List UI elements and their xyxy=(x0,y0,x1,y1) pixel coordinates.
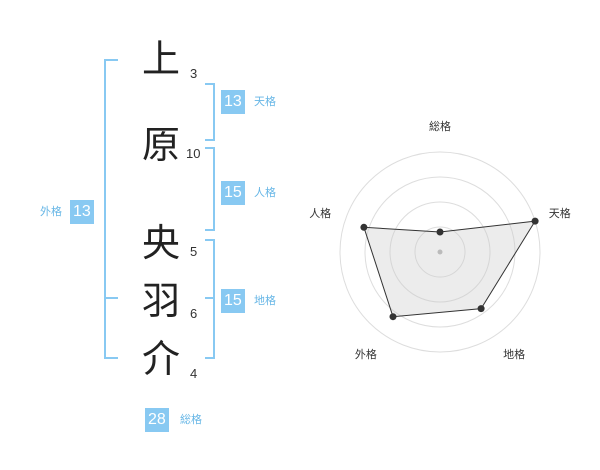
tenkaku-value: 13 xyxy=(221,90,245,114)
jinkaku-label: 人格 xyxy=(254,186,276,199)
gaikaku-label: 外格 xyxy=(40,205,62,218)
stroke-count-1: 3 xyxy=(190,66,198,81)
tenkaku-label: 天格 xyxy=(254,95,276,108)
stroke-count-5: 4 xyxy=(190,366,198,381)
radar-ring-3 xyxy=(364,176,516,328)
radar-point-4 xyxy=(360,223,368,231)
radar-ring-1 xyxy=(414,226,466,278)
gaikaku-bracket xyxy=(104,59,118,359)
gaikaku-value: 13 xyxy=(70,200,94,224)
radar-axis-label-3: 外格 xyxy=(355,347,377,361)
name-char-5: 介 xyxy=(141,337,180,381)
name-char-3: 央 xyxy=(141,221,180,265)
chikaku-label: 地格 xyxy=(254,294,276,307)
name-char-1: 上 xyxy=(141,37,180,81)
radar-point-0 xyxy=(436,228,444,236)
radar-ring-2 xyxy=(389,201,491,303)
radar-axis-label-0: 総格 xyxy=(429,119,451,133)
soukaku-value: 28 xyxy=(145,408,169,432)
radar-series-polygon xyxy=(363,220,537,318)
radar-axis-label-4: 人格 xyxy=(309,206,331,220)
tenkaku-bracket xyxy=(205,83,215,141)
radar-axis-label-1: 天格 xyxy=(549,206,571,220)
stroke-count-3: 5 xyxy=(190,244,198,259)
radar-point-3 xyxy=(389,313,397,321)
jinkaku-bracket xyxy=(205,147,215,231)
chikaku-value: 15 xyxy=(221,289,245,313)
name-char-4: 羽 xyxy=(141,279,180,323)
soukaku-label: 総格 xyxy=(180,413,202,426)
jinkaku-value: 15 xyxy=(221,181,245,205)
name-char-2: 原 xyxy=(141,123,180,167)
radar-point-1 xyxy=(531,217,539,225)
stroke-count-4: 6 xyxy=(190,306,198,321)
stroke-count-2: 10 xyxy=(186,146,201,161)
radar-center-dot xyxy=(437,249,443,255)
radar-axis-label-2: 地格 xyxy=(503,347,525,361)
radar-point-2 xyxy=(477,305,485,313)
